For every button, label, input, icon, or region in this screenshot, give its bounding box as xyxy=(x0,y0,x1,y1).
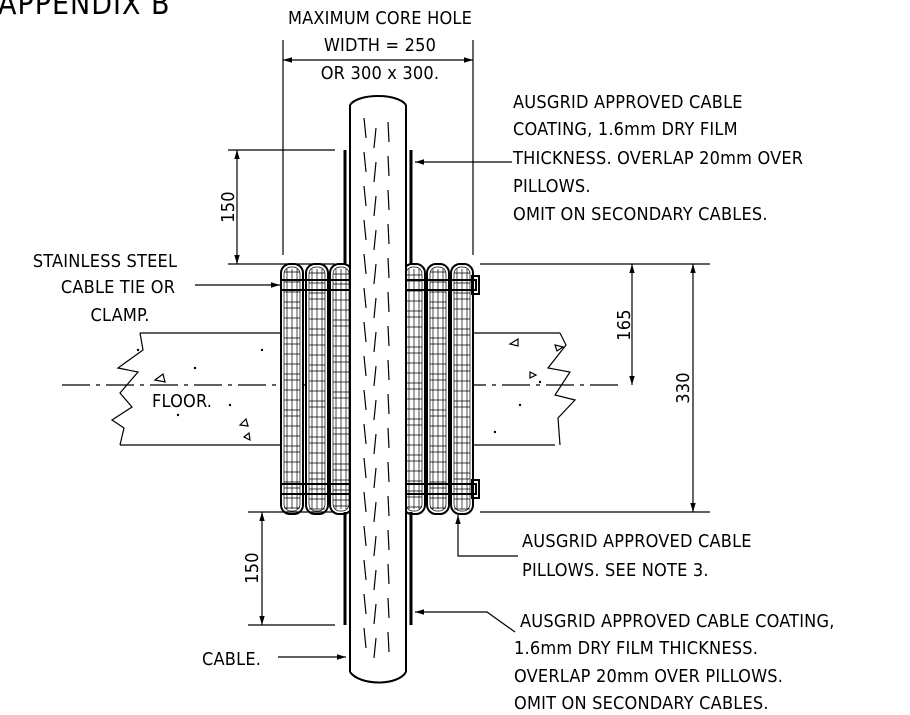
svg-text:CLAMP.: CLAMP. xyxy=(90,305,149,326)
svg-text:OVERLAP 20mm OVER PILLOWS.: OVERLAP 20mm OVER PILLOWS. xyxy=(514,666,783,687)
label-core-hole: MAXIMUM CORE HOLE WIDTH = 250 OR 300 x 3… xyxy=(288,8,472,84)
dim-165: 165 xyxy=(614,309,635,341)
leaders xyxy=(195,159,518,660)
label-pillows: AUSGRID APPROVED CABLE PILLOWS. SEE NOTE… xyxy=(522,531,752,581)
svg-text:PILLOWS.: PILLOWS. xyxy=(513,176,591,197)
dim-330: 330 xyxy=(673,372,694,404)
svg-text:STAINLESS STEEL: STAINLESS STEEL xyxy=(33,251,177,272)
svg-text:1.6mm DRY FILM THICKNESS.: 1.6mm DRY FILM THICKNESS. xyxy=(514,638,758,659)
svg-text:PILLOWS. SEE NOTE 3.: PILLOWS. SEE NOTE 3. xyxy=(522,560,709,581)
label-cable-tie: STAINLESS STEEL CABLE TIE OR CLAMP. xyxy=(33,251,177,326)
pillow xyxy=(329,263,353,515)
svg-text:WIDTH = 250: WIDTH = 250 xyxy=(324,35,436,56)
svg-text:OMIT ON SECONDARY CABLES.: OMIT ON SECONDARY CABLES. xyxy=(513,204,768,225)
cable-pillows xyxy=(280,263,474,515)
label-coating-bottom: AUSGRID APPROVED CABLE COATING, 1.6mm DR… xyxy=(514,611,835,714)
svg-text:CABLE TIE OR: CABLE TIE OR xyxy=(61,277,175,298)
pillow xyxy=(305,263,329,515)
cable xyxy=(343,95,413,684)
pillow xyxy=(426,263,450,515)
floor-label: FLOOR. xyxy=(152,391,212,412)
svg-text:THICKNESS. OVERLAP 20mm OVER: THICKNESS. OVERLAP 20mm OVER xyxy=(512,148,803,169)
svg-text:MAXIMUM CORE HOLE: MAXIMUM CORE HOLE xyxy=(288,8,472,29)
pillow xyxy=(280,263,304,515)
label-cable: CABLE. xyxy=(202,649,261,670)
pillow xyxy=(450,263,474,515)
svg-text:OMIT ON SECONDARY CABLES.: OMIT ON SECONDARY CABLES. xyxy=(514,693,769,714)
label-coating-top: AUSGRID APPROVED CABLE COATING, 1.6mm DR… xyxy=(512,92,803,225)
dim-top-150: 150 xyxy=(218,191,239,223)
dim-bottom-150: 150 xyxy=(242,552,263,584)
appendix-title: APPENDIX B xyxy=(0,0,171,22)
dimensions: 150 150 165 330 xyxy=(218,40,710,626)
svg-text:AUSGRID APPROVED CABLE COATING: AUSGRID APPROVED CABLE COATING, xyxy=(520,611,835,632)
svg-text:COATING, 1.6mm DRY FILM: COATING, 1.6mm DRY FILM xyxy=(513,119,738,140)
svg-text:OR 300 x 300.: OR 300 x 300. xyxy=(321,63,440,84)
svg-text:AUSGRID APPROVED CABLE: AUSGRID APPROVED CABLE xyxy=(522,531,752,552)
svg-text:AUSGRID APPROVED CABLE: AUSGRID APPROVED CABLE xyxy=(513,92,743,113)
